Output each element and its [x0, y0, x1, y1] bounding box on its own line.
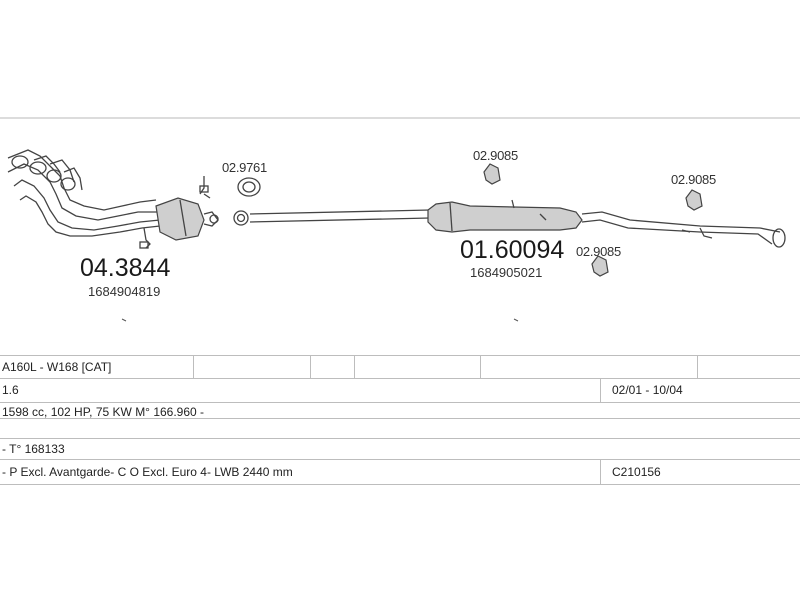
production-years: 02/01 - 10/04	[612, 383, 683, 397]
table-line	[0, 438, 800, 439]
gasket-part-number: 02.9761	[222, 160, 267, 175]
catalog-code: C210156	[612, 465, 661, 479]
table-divider	[310, 355, 311, 378]
pipe-connector-ring[interactable]	[233, 210, 249, 226]
muffler-part-number: 01.60094	[460, 236, 564, 264]
muffler-oem-number: 1684905021	[470, 265, 542, 280]
stray-mark	[121, 318, 127, 322]
table-divider	[600, 378, 601, 402]
table-line	[0, 402, 800, 403]
manifold-hanger[interactable]	[199, 176, 211, 199]
table-divider	[480, 355, 481, 378]
engine-specs: 1598 cc, 102 HP, 75 KW M° 166.960 -	[2, 405, 205, 419]
front-hanger-part-number: 02.9085	[473, 148, 518, 163]
table-line	[0, 459, 800, 460]
table-divider	[193, 355, 194, 378]
stray-mark	[513, 318, 519, 322]
front-hanger[interactable]	[483, 163, 501, 185]
vehicle-model: A160L - W168 [CAT]	[2, 360, 112, 374]
rear-hanger-part-number: 02.9085	[671, 172, 716, 187]
table-divider	[354, 355, 355, 378]
table-divider	[697, 355, 698, 378]
mid-hanger[interactable]	[591, 255, 609, 277]
fitment-notes: - P Excl. Avantgarde- C O Excl. Euro 4- …	[2, 465, 293, 479]
main-muffler-body[interactable]	[427, 199, 583, 233]
mid-hanger-part-number: 02.9085	[576, 244, 621, 259]
tailpipe[interactable]	[581, 211, 786, 248]
intermediate-pipe[interactable]	[249, 209, 431, 223]
exhaust-system-diagram: 04.3844 1684904819 02.9761 02.9085 01.60…	[0, 117, 800, 322]
manifold-catalytic-converter[interactable]	[7, 149, 219, 249]
engine-size: 1.6	[2, 383, 19, 397]
table-line	[0, 355, 800, 356]
table-line	[0, 484, 800, 485]
manifold-part-number: 04.3844	[80, 254, 170, 282]
rear-hanger[interactable]	[685, 189, 703, 211]
table-divider	[600, 459, 601, 484]
table-line	[0, 378, 800, 379]
manifold-oem-number: 1684904819	[88, 284, 160, 299]
flange-gasket[interactable]	[237, 177, 261, 197]
type-code: - T° 168133	[2, 442, 65, 456]
